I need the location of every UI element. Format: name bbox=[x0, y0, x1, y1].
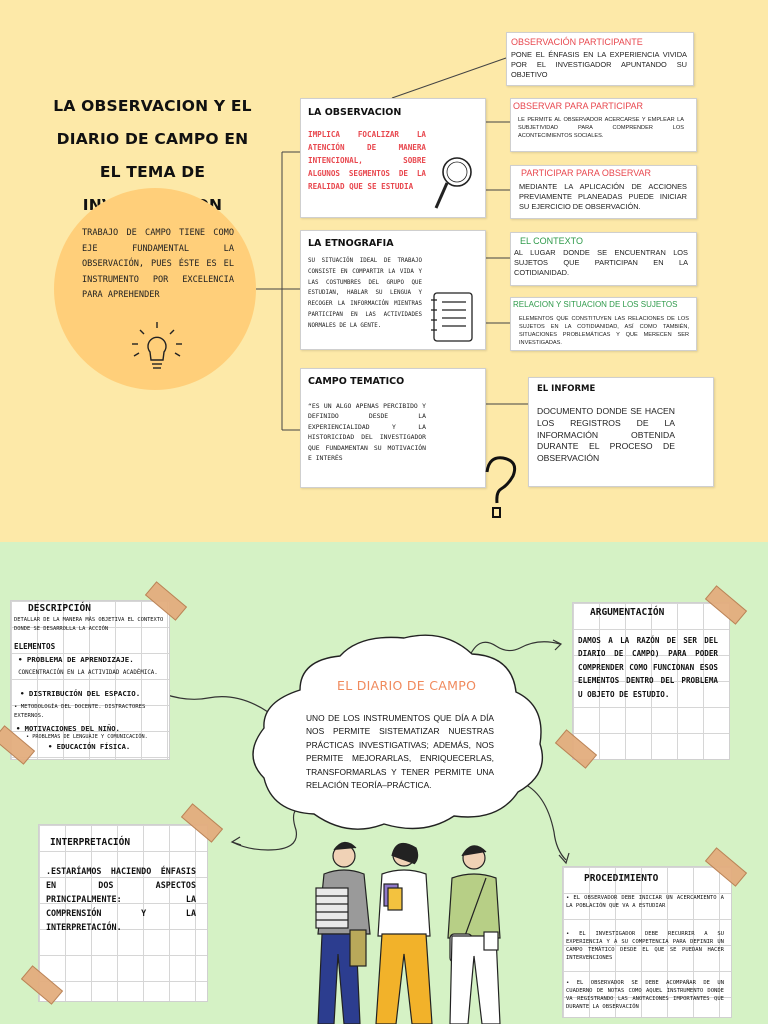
procedimiento-item: • EL OBSERVADOR DEBE INICIAR UN ACERCAMI… bbox=[566, 895, 724, 909]
descripcion-intro: DETALLAR DE LA MANERA MÁS OBJETIVA EL CO… bbox=[14, 617, 164, 632]
observacion-participante-title: OBSERVACIÓN PARTICIPANTE bbox=[511, 37, 643, 47]
diario-title: EL DIARIO DE CAMPO bbox=[337, 678, 477, 693]
procedimiento-note bbox=[562, 866, 732, 1018]
campo-box bbox=[300, 368, 486, 488]
observacion-participante-box bbox=[506, 32, 694, 86]
argumentacion-note bbox=[572, 602, 730, 760]
descripcion-item: • DISTRIBUCIÓN DEL ESPACIO. bbox=[20, 689, 141, 698]
participar-para-observar-box bbox=[510, 165, 697, 219]
procedimiento-item: • EL INVESTIGADOR DEBE RECURRIR A SU EXP… bbox=[566, 931, 724, 961]
descripcion-item: • PROBLEMAS DE LENGUAJE Y COMUNICACIÓN. bbox=[26, 734, 148, 740]
connector-lines bbox=[256, 57, 528, 431]
descripcion-item: • MOTIVACIONES DEL NIÑO. bbox=[16, 724, 120, 733]
interpretacion-body: .ESTARÍAMOS HACIENDO ÉNFASIS EN DOS ASPE… bbox=[46, 866, 196, 932]
observar-para-participar-title: OBSERVAR PARA PARTICIPAR bbox=[513, 101, 644, 111]
descripcion-item: • EDUCACIÓN FÍSICA. bbox=[48, 742, 131, 751]
observar-para-participar-box bbox=[510, 98, 697, 152]
observacion-body: IMPLICA FOCALIZAR LA ATENCIÓN DE MANERA … bbox=[308, 130, 426, 191]
observacion-heading: LA OBSERVACION bbox=[308, 107, 402, 118]
contexto-body: AL LUGAR DONDE SE ENCUENTRAN LOS SUJETOS… bbox=[514, 248, 688, 277]
argumentacion-heading: ARGUMENTACIÓN bbox=[590, 607, 665, 618]
participar-para-observar-title: PARTICIPAR PARA OBSERVAR bbox=[521, 168, 652, 178]
procedimiento-heading: PROCEDIMIENTO bbox=[584, 873, 659, 884]
campo-body: “ES UN ALGO APENAS PERCIBIDO Y DEFINIDO … bbox=[308, 402, 426, 463]
informe-heading: EL INFORME bbox=[537, 384, 596, 394]
observacion-participante-body: PONE EL ÉNFASIS EN LA EXPERIENCIA VIVIDA… bbox=[511, 50, 687, 79]
center-text: TRABAJO DE CAMPO TIENE COMO EJE FUNDAMEN… bbox=[82, 228, 234, 301]
interpretacion-note bbox=[38, 824, 208, 1002]
relacion-title: RELACION Y SITUACION DE LOS SUJETOS bbox=[513, 300, 678, 309]
descripcion-item: CONCENTRACIÓN EN LA ACTIVIDAD ACADÉMICA. bbox=[18, 670, 158, 676]
descripcion-elements-label: ELEMENTOS bbox=[14, 642, 56, 651]
observar-para-participar-body: LE PERMITE AL OBSERVADOR ACERCARSE Y EMP… bbox=[518, 117, 684, 139]
diario-body: UNO DE LOS INSTRUMENTOS QUE DÍA A DÍA NO… bbox=[306, 713, 494, 791]
campo-heading: CAMPO TEMATICO bbox=[308, 376, 405, 387]
argumentacion-body: DAMOS A LA RAZÓN DE SER DEL DIARIO DE CA… bbox=[578, 636, 718, 699]
relacion-body: ELEMENTOS QUE CONSTITUYEN LAS RELACIONES… bbox=[519, 316, 689, 346]
interpretacion-heading: INTERPRETACIÓN bbox=[50, 837, 131, 848]
contexto-title: EL CONTEXTO bbox=[520, 236, 584, 246]
relacion-box bbox=[510, 297, 697, 351]
procedimiento-item: • EL OBSERVADOR SE DEBE ACOMPAÑAR DE UN … bbox=[566, 980, 724, 1010]
descripcion-note bbox=[10, 600, 170, 760]
contexto-box bbox=[510, 232, 697, 286]
descripcion-heading: DESCRIPCIÓN bbox=[28, 603, 91, 614]
descripcion-item: • PROBLEMA DE APRENDIZAJE. bbox=[18, 655, 134, 664]
informe-body: DOCUMENTO DONDE SE HACEN LOS REGISTROS D… bbox=[537, 406, 675, 464]
etnografia-heading: LA ETNOGRAFIA bbox=[308, 238, 394, 249]
participar-para-observar-body: MEDIANTE LA APLICACIÓN DE ACCIONES PREVI… bbox=[519, 182, 687, 211]
descripcion-item: • METODOLOGÍA DEL DOCENTE. DISTRACTORES … bbox=[14, 704, 146, 719]
etnografia-body: SU SITUACIÓN IDEAL DE TRABAJO CONSISTE E… bbox=[308, 258, 422, 329]
informe-box bbox=[528, 377, 714, 487]
